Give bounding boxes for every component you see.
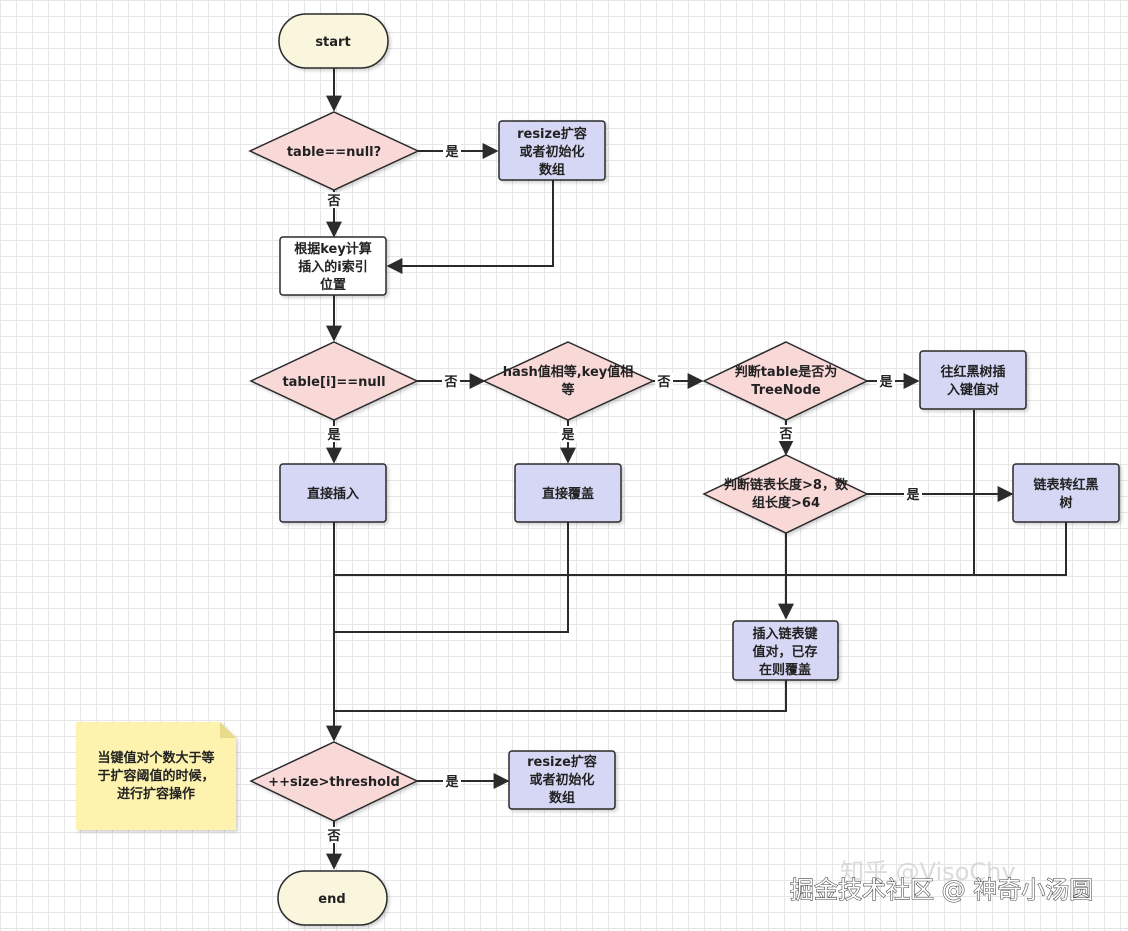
edge-label-yes: 是	[444, 145, 459, 160]
sticky-note-line2: 于扩容阈值的时候，	[97, 768, 214, 784]
resize-init-top-label-line2: 或者初始化	[519, 144, 584, 160]
edge-list-tree-merge	[974, 522, 1067, 576]
tree-insert-label-line2: 入键值对	[947, 382, 999, 398]
process-calc-index	[279, 236, 387, 296]
process-direct-overwrite	[514, 463, 622, 523]
edges	[326, 68, 1067, 870]
watermark-faded: 知乎 @VisoChy	[840, 858, 1016, 886]
process-list-to-tree	[1012, 463, 1120, 523]
sticky-note-fold	[220, 722, 236, 738]
list-length-label-line1: 判断链表长度>8，数	[724, 477, 849, 493]
key-equal-label-line1: hash值相等,key值相	[503, 364, 634, 380]
edge-label-no: 否	[778, 427, 792, 442]
list-length-label-line2: 组长度>64	[752, 495, 820, 511]
calc-index-label-line1: 根据key计算	[294, 241, 372, 257]
list-to-tree-label-line1: 链表转红黑	[1032, 477, 1098, 493]
slot-null-label: table[i]==null	[282, 375, 385, 390]
start-terminal	[278, 13, 389, 69]
key-equal-label-line2: 等	[560, 382, 574, 398]
resize-init-bottom-label-line1: resize扩容	[527, 754, 597, 770]
watermark: 知乎 @VisoChy 掘金技术社区 @ 神奇小汤圆	[789, 858, 1093, 905]
decision-table-null	[248, 111, 420, 191]
decision-key-equal	[482, 341, 655, 421]
treenode-label-line2: TreeNode	[751, 383, 821, 398]
end-terminal	[277, 870, 388, 926]
sticky-note	[76, 722, 236, 830]
edge-label-no: 否	[656, 375, 670, 390]
resize-init-top-label-line1: resize扩容	[517, 126, 587, 142]
process-direct-insert	[279, 463, 387, 523]
list-insert-label-line3: 在则覆盖	[759, 662, 811, 678]
table-null-label: table==null?	[287, 145, 381, 160]
watermark-main: 掘金技术社区 @ 神奇小汤圆	[790, 876, 1093, 904]
edge-label-no: 否	[326, 829, 340, 844]
edge-label-no: 否	[443, 375, 457, 390]
start-label: start	[315, 35, 350, 50]
decision-list-length	[702, 454, 869, 534]
list-insert-label-line1: 插入链表键	[752, 626, 817, 642]
resize-init-bottom-label-line3: 数组	[549, 790, 575, 806]
edge-label-yes: 是	[560, 428, 575, 443]
process-list-insert	[732, 620, 839, 681]
end-label: end	[318, 892, 345, 907]
threshold-label: ++size>threshold	[268, 775, 400, 790]
edge-labels: 是 否 否 否 是 是 是 否 是 是 否	[325, 143, 922, 844]
sticky-note-line1: 当键值对个数大于等	[97, 750, 214, 766]
tree-insert-label-line1: 往红黑树插	[940, 364, 1005, 380]
edge-list-insert-merge	[334, 680, 787, 712]
resize-init-bottom-label-line2: 或者初始化	[529, 772, 594, 788]
process-resize-init-top	[498, 120, 606, 181]
treenode-label-line1: 判断table是否为	[735, 364, 838, 380]
sticky-note-body	[76, 722, 236, 830]
list-insert-label-line2: 值对，已存	[752, 644, 817, 660]
edge-overwrite-merge	[334, 522, 569, 633]
list-to-tree-label-line2: 树	[1059, 495, 1072, 511]
direct-overwrite-label: 直接覆盖	[542, 486, 594, 502]
nodes	[248, 13, 1120, 926]
decision-treenode	[702, 341, 869, 421]
process-tree-insert	[919, 350, 1027, 410]
resize-init-top-label-line3: 数组	[539, 162, 565, 178]
calc-index-label-line3: 位置	[320, 277, 346, 293]
edge-resize-to-calc-index	[386, 180, 554, 274]
node-labels: start table==null? resize扩容 或者初始化 数组 根据k…	[268, 35, 1098, 907]
edge-label-no: 否	[326, 194, 340, 209]
edge-label-yes: 是	[905, 488, 920, 503]
sticky-note-line3: 进行扩容操作	[117, 786, 195, 802]
decision-threshold	[249, 741, 419, 822]
edge-tree-insert-merge	[334, 410, 975, 576]
calc-index-label-line2: 插入的i索引	[298, 259, 367, 275]
edge-label-yes: 是	[878, 375, 893, 390]
process-resize-init-bottom	[508, 750, 616, 810]
edge-label-yes: 是	[326, 428, 341, 443]
edge-label-yes: 是	[444, 775, 459, 790]
decision-slot-null	[249, 341, 419, 421]
direct-insert-label: 直接插入	[307, 486, 359, 502]
